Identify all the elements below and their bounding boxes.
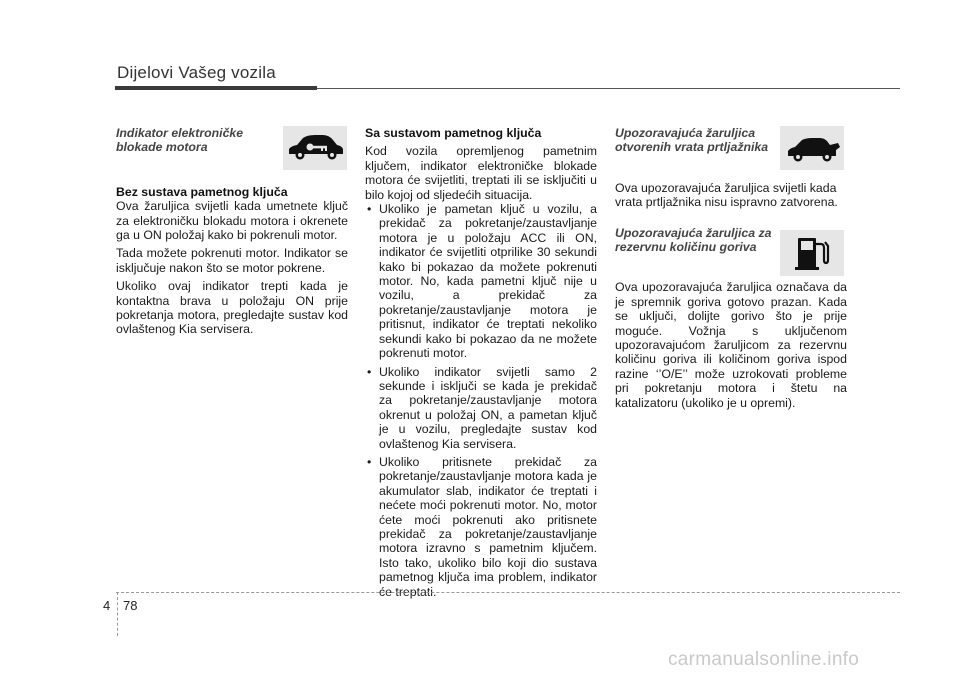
list-item: Ukoliko indikator svijetli samo 2 sekund… (365, 365, 597, 451)
watermark: carmanualsonline.info (668, 649, 860, 670)
footer-divider (117, 592, 118, 636)
column-warnings: Upozoravajuća žaruljica otvorenih vrata … (615, 126, 847, 410)
trunk-warning-text: Ova upozoravajuća žaruljica svijetli kad… (615, 180, 838, 210)
fuel-pump-icon (780, 230, 844, 276)
heading-line: Indikator elektroničke (116, 126, 244, 140)
immobilizer-paragraph: Tada možete pokrenuti motor. Indikator s… (116, 246, 348, 275)
page-number: 78 (123, 598, 138, 613)
fuel-warning-text: Ova upozoravajuća žaruljica označava da … (615, 280, 847, 410)
fuel-warning-heading: Upozoravajuća žaruljica za rezervnu koli… (615, 226, 847, 255)
heading-line: Upozoravajuća žaruljica za (615, 225, 772, 240)
trunk-warning-heading: Upozoravajuća žaruljica otvorenih vrata … (615, 126, 847, 155)
immobilizer-paragraph: Ukoliko ovaj indikator trepti kada je ko… (116, 279, 348, 337)
trunk-open-icon (780, 126, 844, 170)
list-item: Ukoliko pritisnete prekidač za pokretanj… (365, 455, 597, 599)
smart-key-intro: Kod vozila opremljenog pametnim ključem,… (365, 144, 597, 202)
column-smart-key: Sa sustavom pametnog ključa Kod vozila o… (365, 126, 597, 599)
heading-line: otvorenih vrata prtljažnika (615, 140, 769, 155)
section-title: Dijelovi Vašeg vozila (117, 63, 276, 82)
list-item: Ukoliko je pametan ključ u vozilu, a pre… (365, 202, 597, 360)
immobilizer-heading: Indikator elektroničke blokade motora (116, 126, 348, 155)
header-rule-accent (115, 86, 317, 90)
column-immobilizer: Indikator elektroničke blokade motora Be… (116, 126, 348, 337)
heading-line: rezervnu količinu goriva (615, 240, 757, 255)
header-rule (317, 87, 900, 89)
chapter-number: 4 (103, 598, 111, 613)
no-smart-key-subheading: Bez sustava pametnog ključa (116, 184, 288, 199)
smart-key-subheading: Sa sustavom pametnog ključa (365, 126, 542, 140)
immobilizer-car-key-icon (283, 126, 347, 170)
immobilizer-paragraph: Ova žaruljica svijetli kada umetnete klj… (116, 199, 348, 243)
smart-key-list: Ukoliko je pametan ključ u vozilu, a pre… (365, 202, 597, 599)
footer-rule (116, 592, 900, 593)
heading-line: Upozoravajuća žaruljica (615, 126, 756, 140)
heading-line: blokade motora (116, 140, 208, 155)
